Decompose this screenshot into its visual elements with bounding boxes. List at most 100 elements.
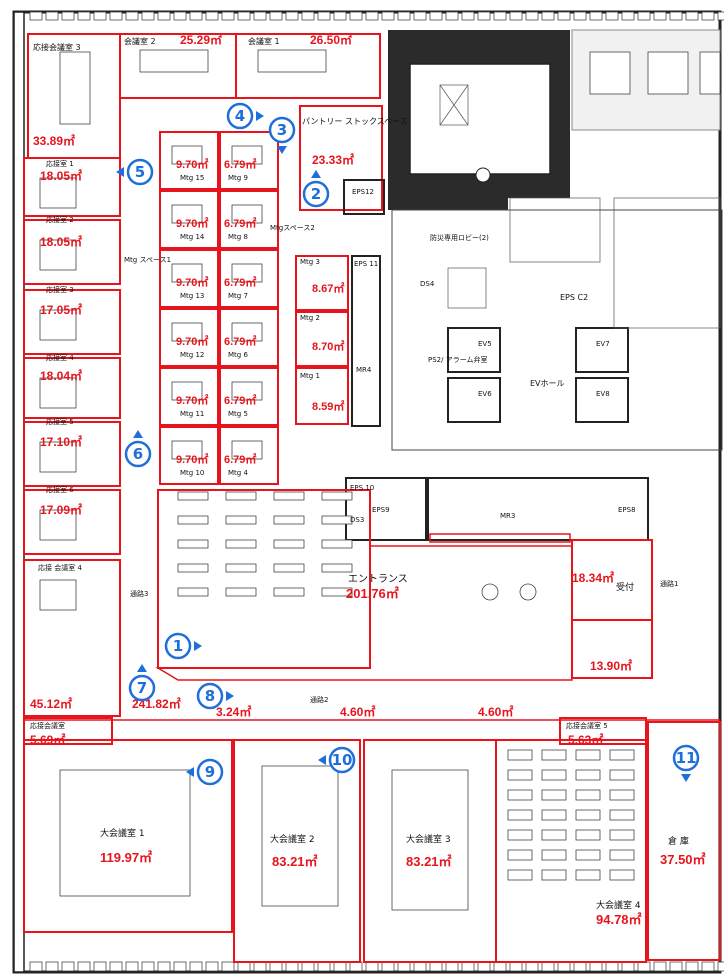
mtg-table	[231, 381, 263, 401]
label-mtg-small-name: Mtg 7	[228, 292, 248, 300]
mullion	[221, 11, 235, 21]
mullion	[157, 11, 171, 21]
desk	[541, 789, 567, 801]
mullion	[701, 961, 715, 972]
label-mtg1-area: 8.59㎡	[312, 399, 344, 413]
desk	[177, 539, 209, 549]
label-ev-hall: EVホール	[530, 379, 565, 388]
label-reception1-name: 応接室 1	[46, 159, 74, 168]
desk	[575, 809, 601, 821]
label-mtg-small-name: Mtg 4	[228, 469, 248, 477]
desk	[575, 869, 601, 881]
mtg-room	[219, 190, 279, 249]
room-big2	[233, 739, 361, 963]
label-mtg3-area: 8.67㎡	[312, 281, 344, 295]
desk	[609, 749, 635, 761]
label-big1-area: 119.97㎡	[100, 850, 152, 865]
marker-circle	[126, 158, 154, 186]
mullion	[589, 11, 603, 21]
mullion	[333, 11, 347, 21]
label-meeting2-area: 25.29㎡	[180, 32, 222, 47]
mullion	[365, 961, 379, 972]
facade-top	[29, 11, 724, 21]
core-shaft	[409, 63, 551, 175]
label-mr4: MR4	[356, 366, 372, 374]
desk	[225, 587, 257, 597]
mullion	[141, 961, 155, 972]
mtg-table	[171, 204, 203, 224]
mullion	[589, 961, 603, 972]
label-mtg1-name: Mtg 1	[300, 372, 320, 380]
label-small-c: 4.60㎡	[478, 704, 513, 719]
mullion	[157, 961, 171, 972]
room-storage-small	[571, 619, 653, 679]
label-mtg-space1: Mtg スペース1	[124, 256, 171, 264]
room-small-d	[23, 717, 113, 745]
mullion	[413, 961, 427, 972]
desk	[321, 491, 353, 501]
desk	[575, 829, 601, 841]
core-hatch	[439, 84, 469, 126]
desk	[541, 829, 567, 841]
mtg-table	[171, 263, 203, 283]
mullion	[205, 961, 219, 972]
west-wall	[13, 11, 25, 973]
desk	[609, 789, 635, 801]
label-mtg-small-name: Mtg 6	[228, 351, 248, 359]
label-ev8: EV8	[596, 390, 610, 398]
label-ev6: EV6	[478, 390, 492, 398]
marker-number: 5	[135, 163, 145, 181]
mtg-room	[159, 190, 219, 249]
marker-number: 2	[311, 185, 321, 203]
label-mtg-small-area: 6.79㎡	[224, 452, 256, 466]
marker-circle	[196, 682, 224, 710]
label-mtg-small-area: 9.70㎡	[176, 275, 208, 289]
mullion	[189, 961, 203, 972]
label-big3-area: 83.21㎡	[406, 854, 452, 869]
mullion	[205, 11, 219, 21]
marker-circle	[672, 744, 700, 772]
marker-11: 11	[672, 744, 700, 782]
mullion	[605, 11, 619, 21]
label-mtg-small-name: Mtg 13	[180, 292, 204, 300]
marker-circle	[328, 746, 356, 774]
label-mtg2-area: 8.70㎡	[312, 339, 344, 353]
marker-10: 10	[318, 746, 356, 774]
mullion	[77, 961, 91, 972]
label-mtg-small-area: 6.79㎡	[224, 334, 256, 348]
mullion	[669, 961, 683, 972]
desk	[225, 491, 257, 501]
mullion	[301, 11, 315, 21]
marker-arrow	[681, 774, 691, 782]
desk	[507, 769, 533, 781]
room-reception-4	[23, 357, 121, 419]
label-small-e-name: 応接会議室 5	[566, 721, 608, 730]
mullion	[557, 961, 571, 972]
label-reception3-area: 33.89㎡	[33, 133, 75, 148]
label-aisle2: 通路2	[310, 695, 328, 704]
label-reception-right-label: 受付	[616, 581, 634, 593]
mtg-room	[159, 249, 219, 308]
mullion	[637, 11, 651, 21]
label-big4-area: 94.78㎡	[596, 912, 642, 927]
mullion	[493, 961, 507, 972]
marker-7: 7	[128, 664, 156, 702]
marker-circle	[196, 758, 224, 786]
label-eps10: EPS 10	[350, 484, 374, 492]
desk	[609, 869, 635, 881]
mullion	[637, 961, 651, 972]
mtg-room	[159, 426, 219, 485]
mullion	[45, 11, 59, 21]
marker-3: 3	[268, 116, 296, 154]
mullion	[653, 11, 667, 21]
mullion	[621, 11, 635, 21]
label-pantry-name: パントリー ストックスペース	[302, 117, 408, 126]
marker-circle	[128, 674, 156, 702]
label-small-b: 4.60㎡	[340, 704, 375, 719]
desk	[177, 491, 209, 501]
mullion	[685, 11, 699, 21]
label-pantry-area: 23.33㎡	[312, 152, 354, 167]
desk	[273, 491, 305, 501]
mullion	[573, 961, 587, 972]
marker-number: 4	[235, 107, 245, 125]
